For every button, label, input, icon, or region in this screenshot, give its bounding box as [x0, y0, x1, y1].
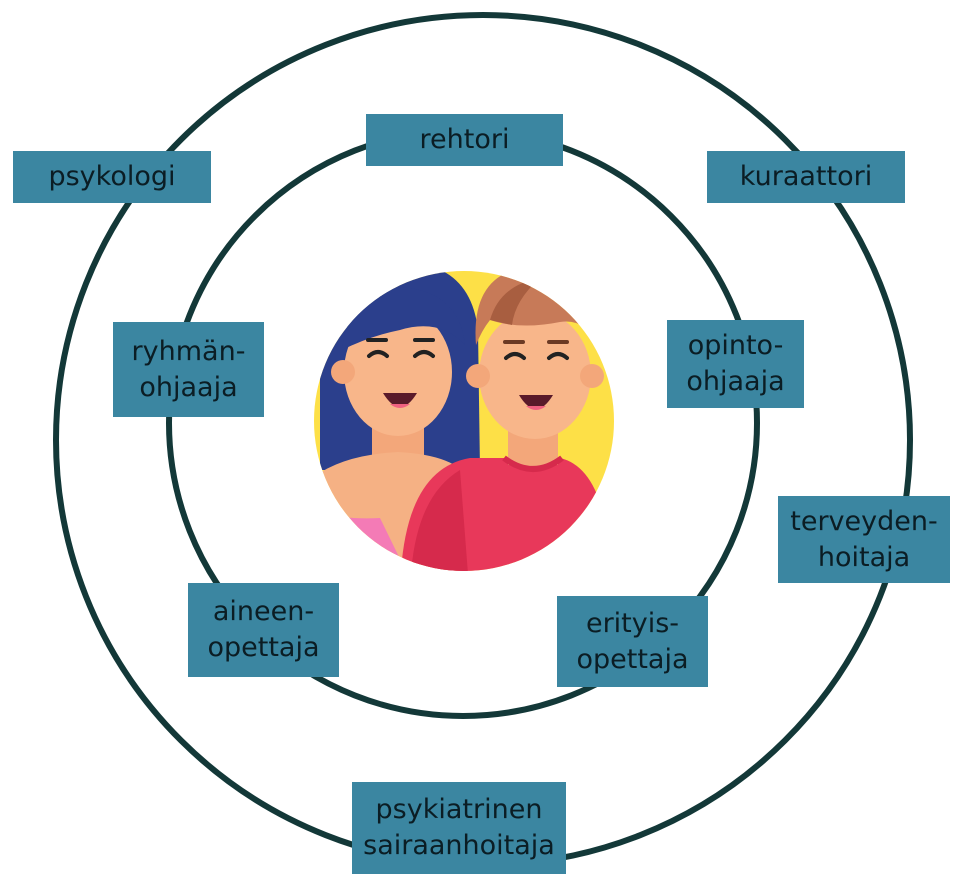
label-psykiatrinen-sairaanhoitaja: psykiatrinen sairaanhoitaja — [352, 782, 566, 874]
label-line: opettaja — [576, 643, 689, 675]
label-line: ohjaaja — [139, 371, 238, 403]
label-line: opettaja — [207, 632, 320, 663]
label-line: psykiatrinen — [375, 794, 543, 825]
label-erityisopettaja: erityis- opettaja — [557, 596, 708, 687]
label-line: sairaanhoitaja — [363, 830, 555, 861]
label-line: opinto- — [687, 330, 784, 361]
label-rehtori: rehtori — [366, 114, 563, 166]
label-line: ohjaaja — [686, 366, 785, 397]
label-line: terveyden- — [790, 505, 938, 537]
label-line: rehtori — [419, 124, 510, 155]
label-line: ryhmän- — [131, 335, 246, 367]
label-ryhmanohjaaja: ryhmän- ohjaaja — [113, 322, 264, 417]
label-line: kuraattori — [739, 161, 873, 192]
label-kuraattori: kuraattori — [707, 151, 905, 203]
label-line: aineen- — [212, 596, 315, 627]
label-opinto-ohjaaja: opinto- ohjaaja — [667, 320, 804, 408]
label-line: hoitaja — [817, 541, 911, 573]
smiling-two-people-icon — [314, 271, 614, 571]
label-line: psykologi — [48, 161, 176, 192]
label-terveydenhoitaja: terveyden- hoitaja — [778, 496, 950, 583]
label-psykologi: psykologi — [13, 151, 211, 203]
label-line: erityis- — [585, 607, 680, 639]
label-aineenopettaja: aineen- opettaja — [188, 583, 339, 677]
